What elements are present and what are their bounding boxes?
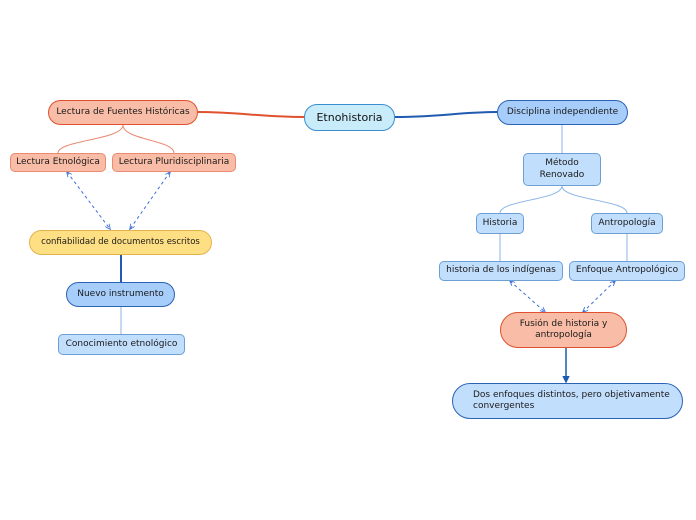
subtopic-lectura-pluridisciplinaria[interactable]: Lectura Pluridisciplinaria	[112, 153, 236, 172]
dashed-link-approach-fusion	[583, 281, 615, 312]
dashed-link-indigenous-fusion	[510, 281, 545, 312]
topic-fusion[interactable]: Fusión de historia y antropología	[500, 312, 627, 348]
subtopic-lectura-etnologica-label: Lectura Etnológica	[16, 156, 100, 167]
subtopic-antropologia[interactable]: Antropología	[591, 213, 663, 234]
connector-left-sub2	[122, 124, 175, 154]
topic-confiabilidad[interactable]: confiabilidad de documentos escritos	[29, 230, 212, 255]
topic-dos-enfoques-label: Dos enfoques distintos, pero objetivamen…	[473, 389, 670, 411]
connector-left-sub1	[57, 124, 124, 154]
subtopic-enfoque-antropologico[interactable]: Enfoque Antropológico	[569, 261, 685, 281]
subtopic-lectura-pluridisciplinaria-label: Lectura Pluridisciplinaria	[118, 156, 230, 167]
topic-dos-enfoques[interactable]: Dos enfoques distintos, pero objetivamen…	[452, 383, 683, 419]
topic-disciplina-independiente-label: Disciplina independiente	[506, 106, 619, 117]
connector-central-right	[394, 111, 498, 118]
dashed-link-etnologica	[67, 172, 110, 229]
subtopic-conocimiento-etnologico-label: Conocimiento etnológico	[65, 338, 178, 349]
subtopic-metodo-renovado-label: Método Renovado	[539, 158, 585, 180]
central-topic-label: Etnohistoria	[316, 110, 383, 124]
dashed-link-pluri	[130, 172, 170, 229]
subtopic-enfoque-antropologico-label: Enfoque Antropológico	[575, 265, 679, 276]
subtopic-lectura-etnologica[interactable]: Lectura Etnológica	[10, 153, 106, 172]
connector-method-history	[499, 185, 563, 214]
topic-fusion-label: Fusión de historia y antropología	[519, 318, 608, 340]
topic-lectura-fuentes-label: Lectura de Fuentes Históricas	[56, 106, 190, 117]
subtopic-antropologia-label: Antropología	[598, 217, 656, 228]
subtopic-metodo-renovado[interactable]: Método Renovado	[523, 153, 601, 186]
subtopic-historia-indigenas[interactable]: historia de los indígenas	[439, 261, 563, 281]
topic-nuevo-instrumento[interactable]: Nuevo instrumento	[66, 282, 175, 307]
subtopic-historia-label: Historia	[482, 217, 518, 228]
topic-disciplina-independiente[interactable]: Disciplina independiente	[497, 100, 628, 125]
connector-method-anthropology	[561, 185, 628, 214]
central-topic[interactable]: Etnohistoria	[304, 104, 395, 131]
topic-nuevo-instrumento-label: Nuevo instrumento	[77, 288, 164, 299]
connector-central-left	[197, 111, 305, 118]
subtopic-historia[interactable]: Historia	[476, 213, 524, 234]
subtopic-conocimiento-etnologico[interactable]: Conocimiento etnológico	[58, 334, 185, 355]
subtopic-historia-indigenas-label: historia de los indígenas	[446, 265, 556, 276]
topic-confiabilidad-label: confiabilidad de documentos escritos	[41, 237, 200, 248]
topic-lectura-fuentes[interactable]: Lectura de Fuentes Históricas	[48, 100, 198, 125]
